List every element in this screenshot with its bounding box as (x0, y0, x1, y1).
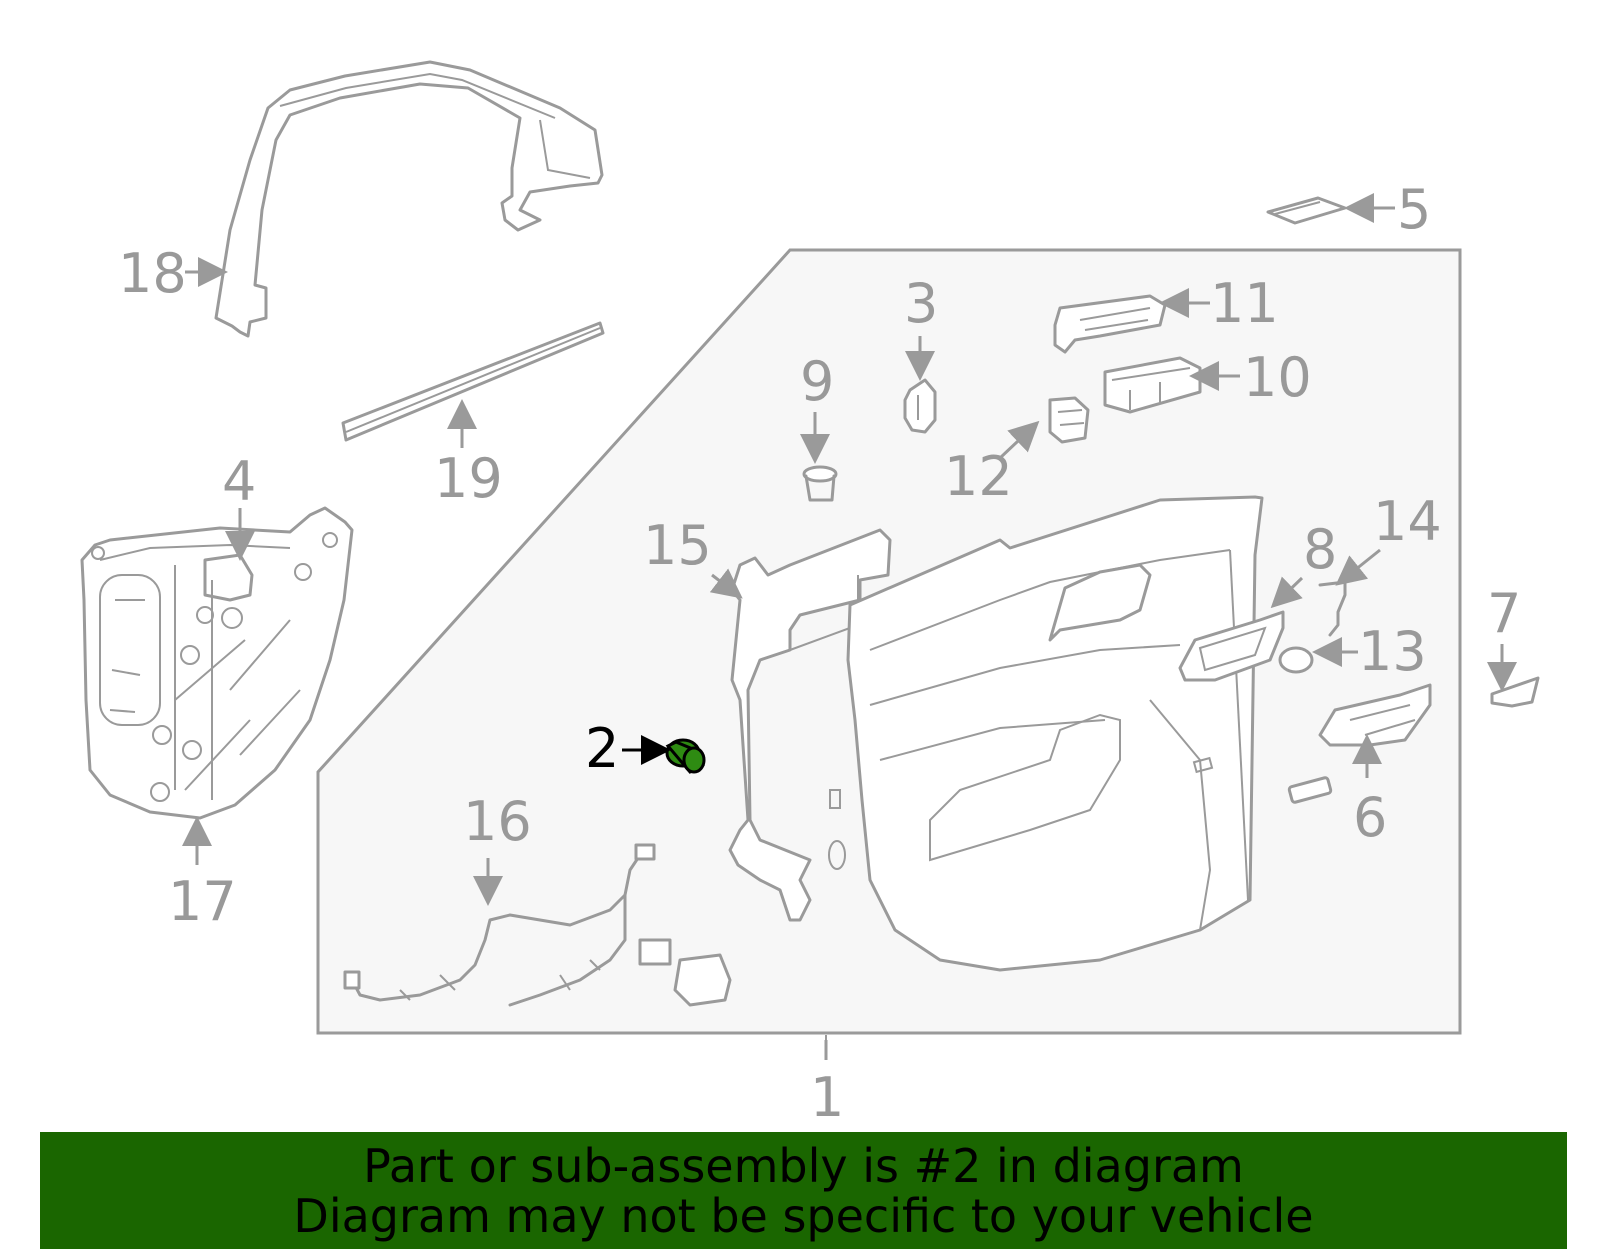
callout-12: 12 (944, 445, 1013, 508)
callout-19: 19 (434, 447, 503, 510)
callout-7: 7 (1487, 582, 1521, 645)
cover-part-7 (1490, 676, 1540, 708)
callout-18: 18 (118, 242, 187, 305)
wiring-harness-part-16 (343, 843, 732, 1007)
callout-5: 5 (1397, 178, 1431, 241)
callout-6: 6 (1353, 786, 1387, 849)
info-banner: Part or sub-assembly is #2 in diagram Di… (40, 1132, 1567, 1249)
handle-bezel-part-6 (1287, 683, 1432, 804)
window-regulator-part-17 (80, 506, 354, 820)
banner-line-1: Part or sub-assembly is #2 in diagram (363, 1138, 1244, 1193)
window-frame-molding-part-18 (214, 60, 604, 338)
callout-8: 8 (1303, 518, 1337, 581)
callout-16: 16 (463, 790, 532, 853)
callout-3: 3 (904, 272, 938, 335)
inside-handle-part-8 (1178, 610, 1285, 682)
callout-14: 14 (1373, 490, 1442, 553)
callout-9: 9 (800, 350, 834, 413)
clip-part-3 (903, 378, 937, 434)
callout-2: 2 (585, 717, 619, 780)
belt-weatherstrip-part-19 (341, 321, 605, 442)
retainer-part-9 (802, 465, 838, 502)
door-trim-panel (846, 495, 1264, 972)
switch-part-12 (1048, 396, 1090, 444)
callout-11: 11 (1210, 272, 1279, 335)
callout-17: 17 (168, 870, 237, 933)
leader-lines (182, 193, 1517, 1060)
banner-line-2: Diagram may not be specific to your vehi… (293, 1188, 1314, 1243)
callout-10: 10 (1243, 346, 1312, 409)
window-switch-part-10 (1103, 356, 1202, 414)
switch-bezel-part-11 (1053, 294, 1167, 354)
reflector-part-5 (1266, 196, 1347, 225)
callout-13: 13 (1358, 620, 1427, 683)
retainer-part-2-highlighted (665, 738, 706, 774)
button-part-13 (1278, 646, 1314, 674)
callout-4: 4 (222, 450, 256, 513)
callout-1: 1 (810, 1066, 844, 1129)
callout-15: 15 (643, 514, 712, 577)
